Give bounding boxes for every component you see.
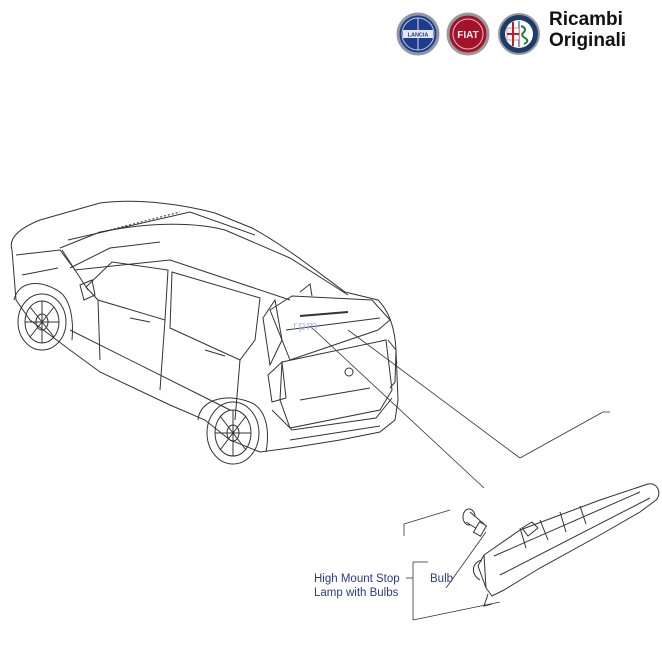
label-line-1: High Mount Stop [314, 573, 400, 585]
brand-wordmark: Ricambi Originali [549, 9, 626, 51]
brand-line-2: Originali [549, 30, 627, 51]
svg-text:LANCIA: LANCIA [408, 33, 429, 39]
callout-lines [406, 531, 501, 621]
label-high-mount-stop-lamp: High Mount Stop Lamp with Bulbs [314, 572, 400, 600]
label-bulb: Bulb [430, 573, 454, 585]
high-mount-stop-lamp [473, 483, 660, 607]
fiat-logo: FIAT [446, 12, 490, 56]
car-illustration [10, 200, 399, 465]
alfa-romeo-logo [498, 13, 540, 55]
watermark: rpm [293, 318, 319, 333]
bulb [462, 508, 488, 537]
brand-line-1: Ricambi [549, 9, 623, 30]
lancia-logo: LANCIA [396, 12, 440, 56]
label-line-2: Lamp with Bulbs [314, 587, 399, 599]
leader-lines [309, 325, 610, 536]
svg-text:FIAT: FIAT [457, 30, 478, 41]
